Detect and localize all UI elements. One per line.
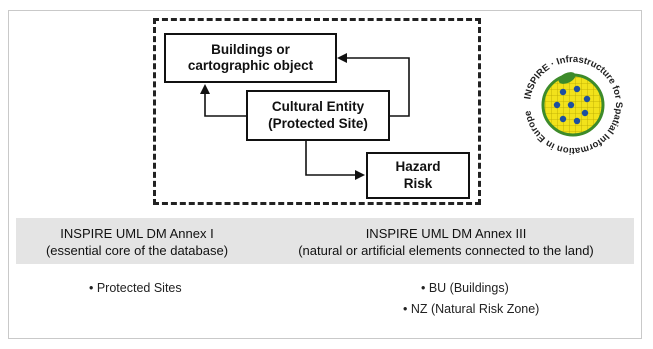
annex-1-subtitle: (essential core of the database): [45, 242, 229, 258]
annex-table-header: INSPIRE UML DM Annex I (essential core o…: [16, 218, 634, 264]
annex-1-header: INSPIRE UML DM Annex I (essential core o…: [16, 226, 258, 260]
inspire-logo: INSPIRE · Infrastructure for Spatial Inf…: [515, 47, 631, 163]
annex-3-header: INSPIRE UML DM Annex III (natural or art…: [258, 226, 634, 260]
buildings-box: Buildings or cartographic object: [164, 33, 337, 83]
list-item-protected-sites: • Protected Sites: [89, 281, 182, 295]
cultural-box-line-2: (Protected Site): [268, 115, 368, 131]
hazard-box-line-2: Risk: [403, 175, 433, 191]
figure-frame: [8, 10, 642, 339]
buildings-box-line-1: Buildings or: [211, 41, 290, 57]
annex-3-subtitle: (natural or artificial elements connecte…: [298, 242, 594, 258]
cultural-entity-box: Cultural Entity (Protected Site): [246, 90, 390, 141]
annex-1-title: INSPIRE UML DM Annex I: [60, 226, 214, 241]
annex-3-title: INSPIRE UML DM Annex III: [365, 226, 527, 241]
list-item-natural-risk-zone: • NZ (Natural Risk Zone): [403, 302, 540, 316]
hazard-risk-box: Hazard Risk: [366, 152, 470, 199]
annex-table: INSPIRE UML DM Annex I (essential core o…: [16, 218, 634, 331]
cultural-box-line-1: Cultural Entity: [271, 99, 365, 115]
buildings-box-line-2: cartographic object: [187, 58, 314, 73]
dashed-boundary: [153, 18, 481, 205]
list-item-buildings: • BU (Buildings): [421, 281, 509, 295]
inspire-logo-icon: INSPIRE · Infrastructure for Spatial Inf…: [522, 54, 624, 156]
hazard-box-line-1: Hazard: [395, 159, 441, 175]
